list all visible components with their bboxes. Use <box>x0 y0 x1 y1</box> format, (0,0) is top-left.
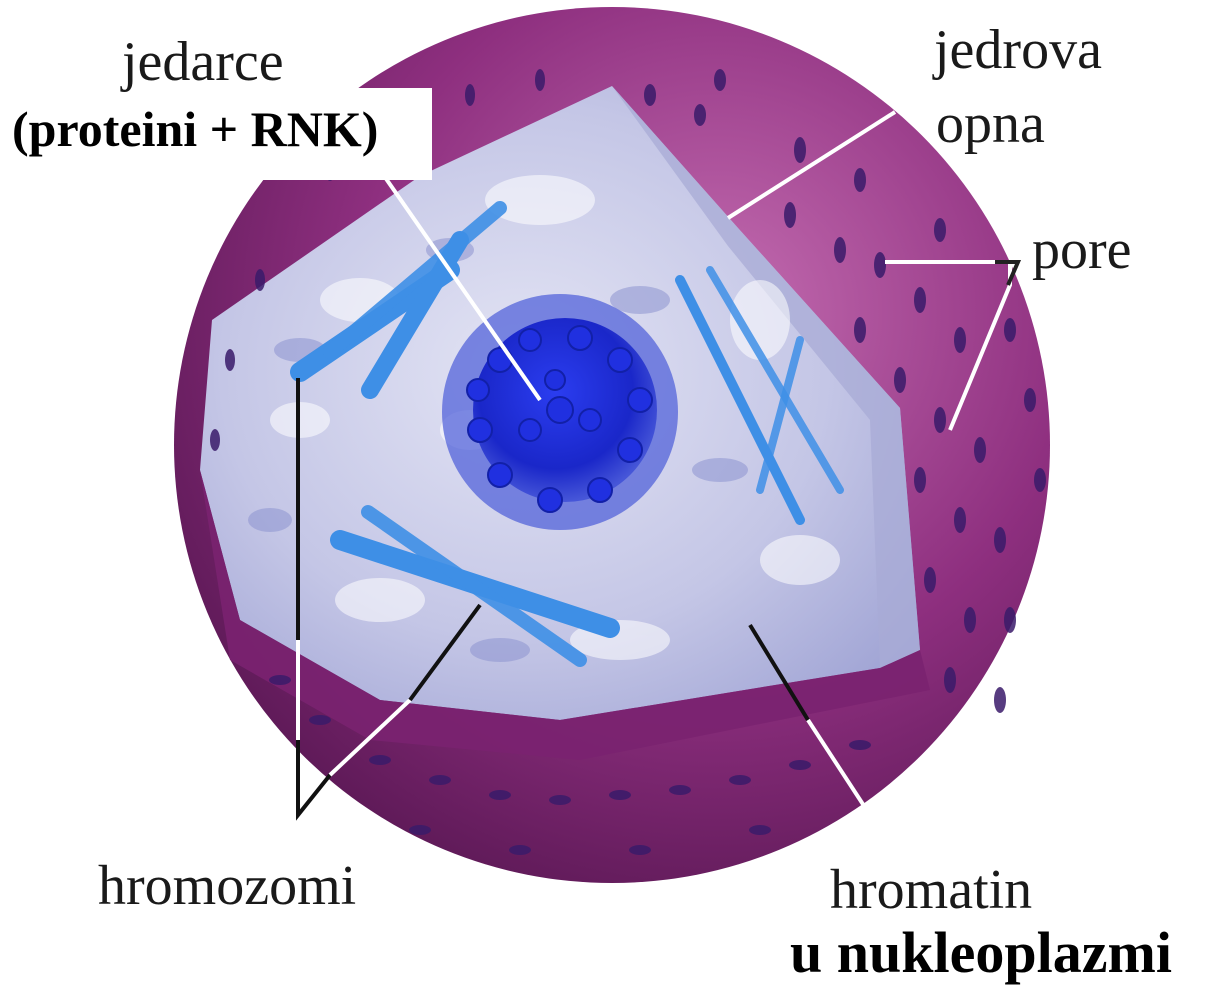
label-jedrova: jedrova <box>934 22 1102 78</box>
label-pore: pore <box>1032 222 1132 278</box>
label-opna: opna <box>936 96 1045 152</box>
label-hromatin: hromatin <box>830 862 1032 918</box>
label-u-nukleoplazmi: u nukleoplazmi <box>790 924 1172 982</box>
label-proteini-rnk: (proteini + RNK) <box>12 104 378 154</box>
label-hromozomi: hromozomi <box>98 858 356 914</box>
nucleolus <box>442 294 678 530</box>
label-jedarce: jedarce <box>122 34 284 90</box>
